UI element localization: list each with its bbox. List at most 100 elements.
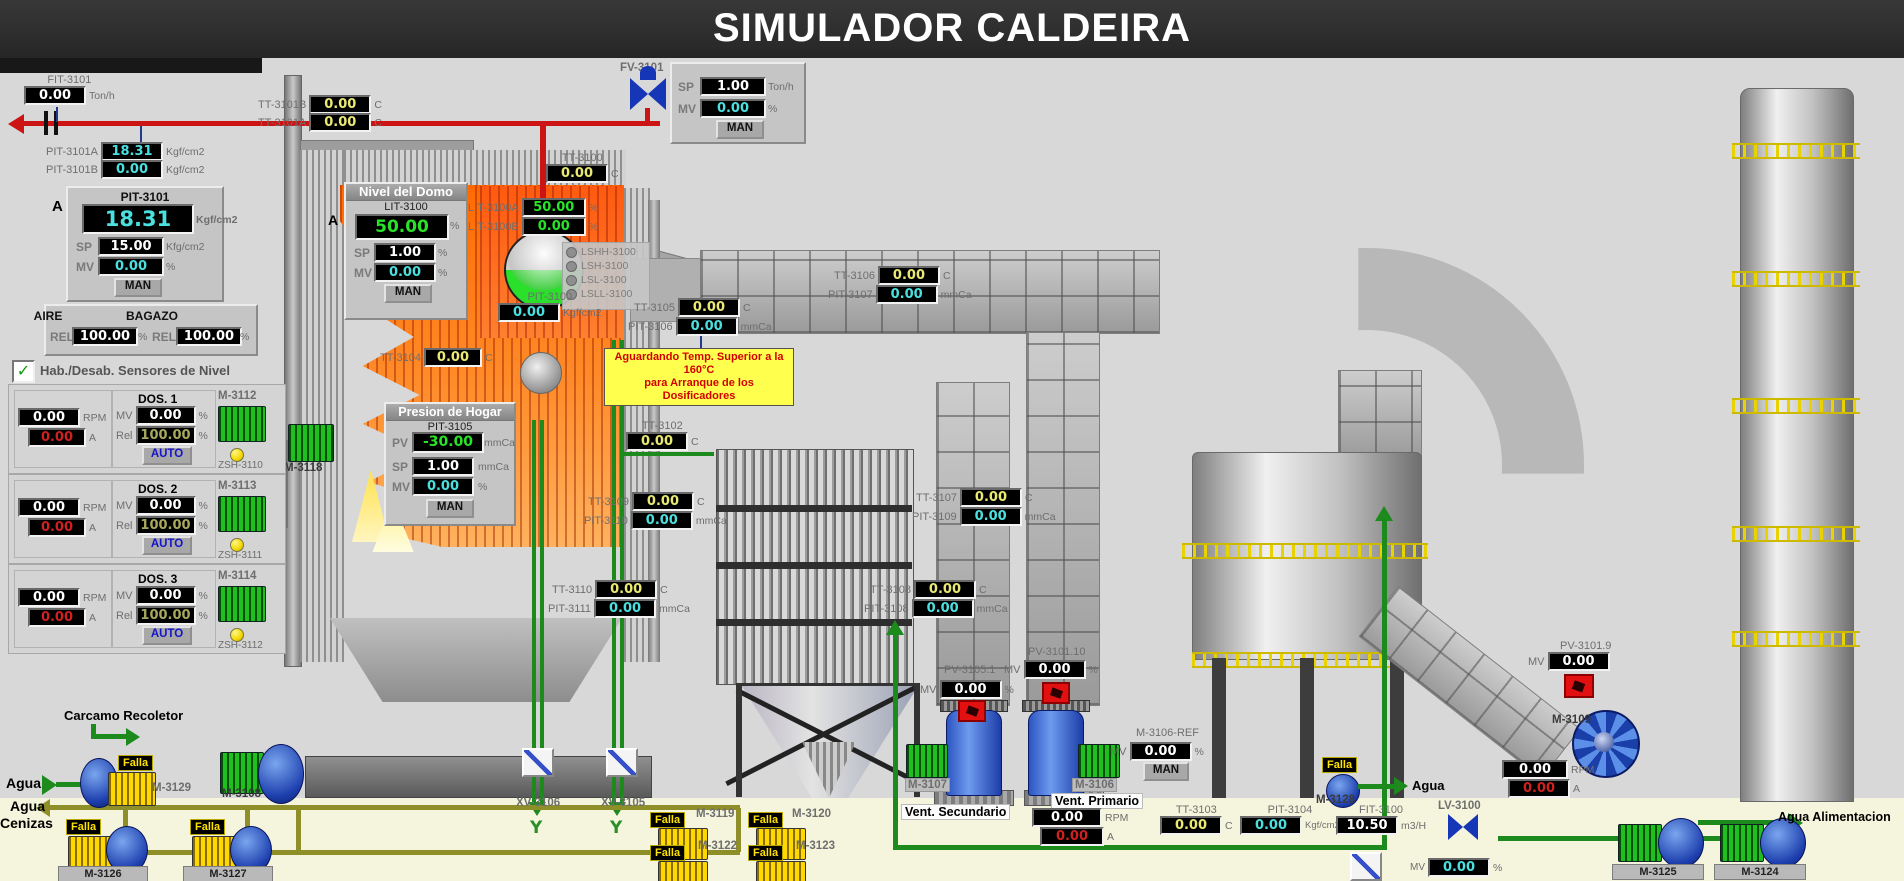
pv3101-10-damper[interactable] [1042, 682, 1070, 704]
xv3105-trend-icon[interactable] [606, 748, 638, 777]
man-button[interactable]: MAN [114, 278, 162, 297]
vent-primario-rpm: 0.00 RPM [1032, 808, 1128, 827]
m3114-motor[interactable] [218, 586, 266, 622]
rel-label: Rel [116, 429, 133, 442]
sp-unit: Ton/h [768, 81, 794, 93]
man-button[interactable]: MAN [716, 120, 764, 139]
lv3100-trend-icon[interactable] [1350, 852, 1382, 881]
rel-value[interactable]: 100.00 [135, 516, 196, 535]
dosificadores-warning: Aguardando Temp. Superior a la 160°C par… [604, 348, 794, 406]
meter-value: 0.00 [1240, 816, 1302, 835]
pv3105-1-damper[interactable] [958, 700, 986, 722]
drain-funnel: Y [530, 818, 543, 838]
fv3101-valve[interactable] [630, 78, 648, 110]
fv3101-valve[interactable] [648, 78, 666, 110]
pv-value[interactable]: 50.00 [355, 214, 449, 240]
sensores-checkbox[interactable]: ✓ [12, 360, 35, 383]
vent-secundario-motor[interactable] [906, 744, 948, 778]
xv3106-trend-icon[interactable] [522, 748, 554, 777]
vent-secundario-fan[interactable] [946, 710, 1002, 796]
mv-value[interactable]: 0.00 [135, 586, 196, 605]
m3124-pump[interactable] [1760, 818, 1806, 868]
mv-label: MV [1410, 862, 1425, 873]
tt3103-display: TT-3103 0.00 C [1160, 804, 1233, 835]
meter-value: 0.00 [594, 599, 657, 618]
man-button[interactable]: MAN [426, 499, 474, 518]
m3125-motor[interactable] [1618, 824, 1662, 862]
rpm-value: 0.00 [1502, 760, 1568, 779]
meter-value: 0.00 [546, 164, 608, 183]
m3114-label: M-3114 [218, 570, 257, 582]
mv-value[interactable]: 0.00 [1023, 660, 1086, 679]
pit3101-a-flag: A [52, 198, 63, 215]
tt3109-display: TT-3109 0.00 C [588, 492, 705, 511]
man-button[interactable]: MAN [1143, 762, 1189, 781]
pv-value[interactable]: -30.00 [412, 432, 484, 453]
mv-value[interactable]: 0.00 [135, 496, 196, 515]
m3125-pump[interactable] [1658, 818, 1704, 868]
title-bar: SIMULADOR CALDEIRA [0, 0, 1904, 58]
meter-unit: C [742, 301, 751, 314]
m3109-amp: 0.00 A [1508, 779, 1580, 798]
mv-value[interactable]: 0.00 [939, 680, 1002, 699]
pv-value[interactable]: 18.31 [82, 204, 194, 234]
meter-unit: % [588, 201, 599, 214]
rel-value[interactable]: 100.00 [135, 426, 196, 445]
sp-value[interactable]: 1.00 [412, 457, 474, 476]
mv-value[interactable]: 0.00 [1428, 858, 1490, 877]
hopper-leg [736, 683, 742, 797]
warning-line2: para Arranque de los Dosificadores [644, 377, 754, 402]
mv-value[interactable]: 0.00 [1129, 742, 1192, 761]
m3122-motor[interactable] [658, 861, 708, 881]
scrubber-leg [1212, 658, 1226, 798]
mv-label: MV [354, 266, 372, 280]
vent-primario-motor[interactable] [1078, 744, 1120, 778]
mv-value[interactable]: 0.00 [374, 263, 436, 282]
m3108-pump[interactable] [258, 744, 304, 804]
chimney-rail [1732, 398, 1860, 414]
rpm-value: 0.00 [18, 498, 80, 517]
mv-value[interactable]: 0.00 [1547, 652, 1610, 671]
aire-title: AIRE [33, 309, 63, 323]
flue-duct-down [1338, 370, 1422, 460]
amp-unit: A [89, 521, 97, 534]
lv3100-valve[interactable] [1448, 814, 1463, 840]
mv-value[interactable]: 0.00 [700, 99, 766, 118]
cenizas-line [50, 805, 740, 810]
m3128-pump[interactable] [1326, 774, 1360, 808]
m3124-motor[interactable] [1720, 824, 1764, 862]
cenizas-arrow-left [36, 799, 50, 817]
mv-value[interactable]: 0.00 [98, 257, 164, 276]
m3129-motor[interactable] [108, 772, 156, 806]
relacao-panel: AIRE BAGAZO REL 100.00 % REL 100.00 % [34, 304, 258, 356]
meter-value: 0.00 [959, 488, 1022, 507]
bag-filter-band [716, 562, 912, 569]
lv3100-valve[interactable] [1463, 814, 1478, 840]
sp-value[interactable]: 15.00 [98, 237, 164, 256]
dos3-auto-button[interactable]: AUTO [142, 626, 192, 645]
rel-value[interactable]: 100.00 [135, 606, 196, 625]
signal-tick [56, 107, 58, 122]
chimney-rail [1732, 526, 1860, 542]
signal-tick [140, 126, 142, 142]
sp-value[interactable]: 1.00 [700, 77, 766, 96]
mv-value[interactable]: 0.00 [135, 406, 196, 425]
dos1-auto-button[interactable]: AUTO [142, 446, 192, 465]
motor-m3118[interactable] [288, 424, 334, 462]
pv3101-9-damper[interactable] [1564, 674, 1594, 698]
meter-label: TT-3110 [552, 583, 593, 596]
sp-value[interactable]: 1.00 [374, 243, 436, 262]
rel-label: REL [50, 330, 74, 344]
dos2-auto-button[interactable]: AUTO [142, 536, 192, 555]
mv-label: MV [1110, 745, 1127, 758]
m3123-motor[interactable] [756, 861, 806, 881]
mv-value[interactable]: 0.00 [412, 477, 474, 496]
carcamo-line-h [91, 734, 127, 739]
m3113-motor[interactable] [218, 496, 266, 532]
man-button[interactable]: MAN [384, 284, 432, 303]
m3128-falla-badge: Falla [1322, 757, 1358, 773]
m3112-motor[interactable] [218, 406, 266, 442]
agua-line [56, 782, 84, 787]
meter-label: LIT-3100B [468, 220, 519, 233]
drain-funnel: Y [610, 818, 623, 838]
